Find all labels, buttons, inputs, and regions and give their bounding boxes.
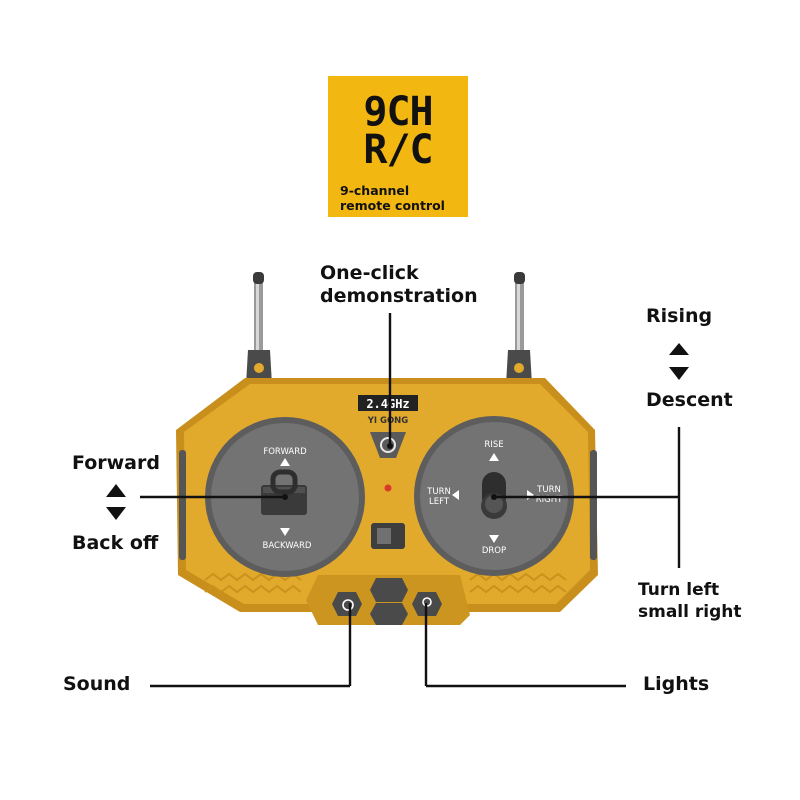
descent-arrow-icon [669, 367, 689, 380]
rising-label: Rising [646, 305, 713, 327]
center-switch[interactable] [371, 523, 405, 549]
sound-icon [342, 599, 354, 611]
backoff-arrow-icon [106, 507, 126, 520]
left-stick-backward-label: BACKWARD [263, 541, 312, 551]
left-antenna [246, 272, 272, 385]
left-joystick[interactable] [261, 469, 307, 515]
descent-label: Descent [646, 389, 733, 411]
turn-label-2: small right [638, 602, 742, 622]
brand-label: YI GONG [367, 416, 409, 426]
right-stick-drop-label: DROP [482, 546, 506, 556]
forward-arrow-icon [106, 484, 126, 497]
right-down-arrow-icon [489, 535, 499, 543]
right-stick-turn-right-label-2: RIGHT [536, 495, 563, 505]
back-off-label: Back off [72, 532, 159, 554]
left-up-arrow-icon [280, 458, 290, 466]
lights-label: Lights [643, 673, 710, 695]
lower-center-button[interactable] [370, 603, 408, 625]
callout-lines [140, 313, 681, 688]
right-antenna [506, 272, 532, 385]
right-left-arrow-icon [452, 490, 459, 500]
right-up-arrow-icon [489, 453, 499, 461]
sound-label: Sound [63, 673, 131, 695]
power-icon [380, 437, 396, 453]
right-joystick[interactable] [481, 472, 507, 519]
upper-center-button[interactable] [370, 578, 408, 602]
right-stick-turn-right-label-1: TURN [536, 485, 561, 495]
product-badge: 9CH R/C 9-channel remote control [328, 76, 468, 217]
badge-rc: R/C [363, 127, 433, 173]
left-down-arrow-icon [280, 528, 290, 536]
frequency-label: 2.4GHz [366, 397, 409, 411]
frequency-plate [358, 395, 418, 411]
left-stick-forward-label: FORWARD [263, 447, 307, 457]
demo-label-1: One-click [320, 262, 419, 284]
sound-button[interactable] [332, 592, 362, 616]
badge-subtitle-1: 9-channel [340, 183, 410, 198]
turn-label-1: Turn left [638, 580, 720, 600]
rising-arrow-icon [669, 343, 689, 355]
forward-label: Forward [72, 452, 160, 474]
badge-channel-count: 9CH [363, 89, 433, 135]
badge-subtitle-2: remote control [340, 198, 445, 213]
right-stick-turn-left-label-2: LEFT [429, 497, 450, 507]
indicator-light [384, 484, 392, 492]
right-stick-turn-left-label-1: TURN [426, 487, 451, 497]
right-stick-rise-label: RISE [484, 440, 503, 450]
demo-label-2: demonstration [320, 285, 478, 307]
